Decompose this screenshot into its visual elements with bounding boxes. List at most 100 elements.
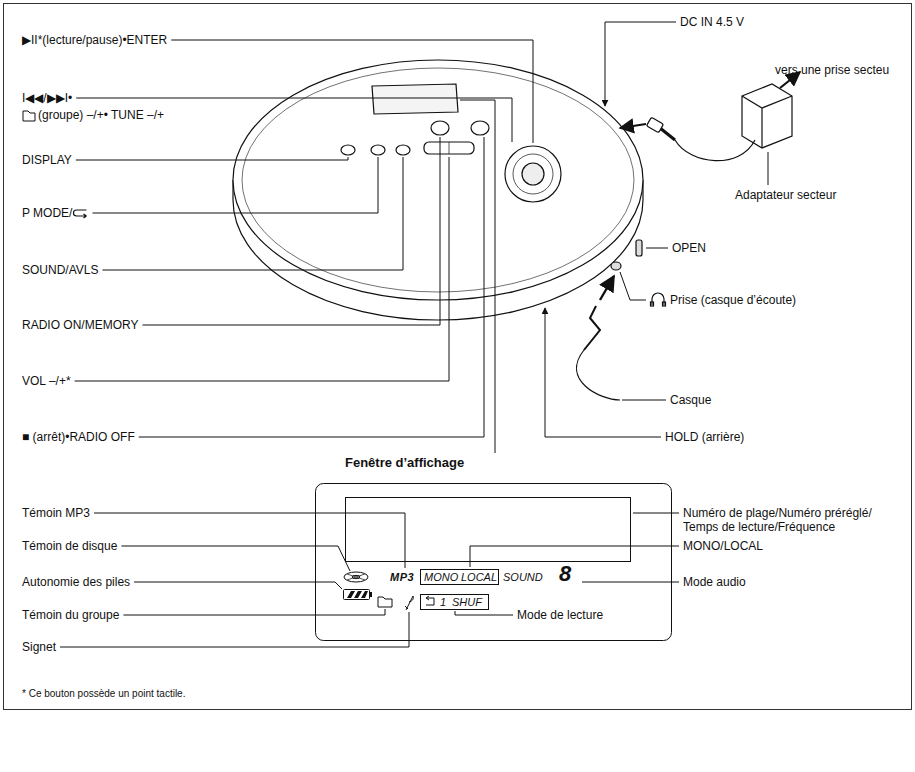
display-inset-part — [378, 597, 392, 607]
player-body-part — [396, 145, 410, 155]
player-body-part — [449, 142, 450, 154]
indicator-label: Signet — [22, 640, 56, 654]
part-label: I◀◀/▶▶I• — [22, 91, 72, 105]
ac-adapter — [620, 72, 800, 161]
display-inset-part — [405, 596, 413, 610]
indicator-label: Témoin de disque — [22, 539, 117, 553]
ac-adapter-part — [675, 140, 755, 161]
player-body-part — [341, 145, 355, 155]
part-label: DISPLAY — [22, 153, 72, 167]
leader-line — [121, 546, 350, 571]
indicator-label: Mode audio — [683, 575, 746, 589]
lcd-text: 1 — [440, 596, 446, 609]
leader-line — [768, 152, 769, 185]
headphone-plug-part — [577, 350, 620, 400]
part-label: vers une prise secteu — [775, 63, 889, 77]
indicator-label: Témoin MP3 — [22, 506, 90, 520]
leader-line — [142, 137, 440, 325]
lcd-text: SOUND — [503, 571, 543, 584]
ac-adapter-part — [620, 124, 646, 128]
display-inset-part — [370, 593, 372, 597]
indicator-label: Mode de lecture — [517, 608, 603, 622]
repeat-icon — [73, 210, 86, 218]
display-inset-part — [347, 591, 368, 598]
lcd-text: MP3 — [390, 571, 414, 584]
leader-line — [582, 582, 679, 583]
player-body-part — [233, 60, 643, 300]
headphone-icon — [651, 293, 666, 306]
part-label: VOL –/+* — [22, 374, 71, 388]
ac-adapter-part — [660, 128, 675, 140]
display-inset-part — [347, 574, 365, 580]
ac-adapter-part — [742, 84, 792, 148]
leader-line — [75, 157, 449, 381]
player-body-part — [371, 145, 385, 155]
footnote: * Ce bouton possède un point tactile. — [22, 688, 185, 700]
player-body-part — [611, 262, 621, 270]
display-inset-part — [316, 484, 672, 641]
player-body-part — [522, 163, 544, 185]
leader-line — [94, 513, 405, 568]
indicator-label: Autonomie des piles — [22, 575, 130, 589]
player-body-part — [431, 121, 449, 135]
leader-line — [605, 22, 676, 106]
lcd-digit: 8 — [559, 562, 571, 586]
player-body-part — [505, 146, 561, 202]
leader-line — [134, 582, 342, 589]
part-label: Prise (casque d’écoute) — [670, 293, 796, 307]
part-label: RADIO ON/MEMORY — [22, 318, 138, 332]
player-body-part — [513, 154, 553, 194]
folder-icon-part — [23, 111, 35, 121]
display-inset-part — [421, 570, 499, 585]
part-label: OPEN — [672, 241, 706, 255]
leader-line — [460, 100, 495, 453]
indicator-label: Témoin du groupe — [22, 608, 119, 622]
display-inset — [316, 484, 672, 641]
ac-adapter-part — [646, 117, 663, 133]
part-label: P MODE/ — [22, 206, 72, 220]
lcd-text: SHUF — [452, 596, 482, 609]
lcd-text: LOCAL — [461, 571, 497, 584]
part-label: DC IN 4.5 V — [680, 15, 744, 29]
leader-line — [545, 308, 661, 437]
leader-line — [102, 157, 403, 270]
player-body-part — [424, 142, 474, 154]
headphone-icon-part — [651, 302, 654, 306]
part-label: Adaptateur secteur — [735, 188, 836, 202]
part-label: ▶II*(lecture/pause)•ENTER — [22, 33, 167, 47]
ac-adapter-part — [742, 96, 792, 148]
indicator-label: Numéro de plage/Numéro préréglé/ Temps d… — [683, 506, 905, 534]
leader-line — [646, 248, 668, 249]
headphone-icon-part — [663, 302, 666, 306]
leader-line — [76, 157, 348, 160]
display-inset-part — [346, 498, 631, 562]
display-heading: Fenêtre d’affichage — [345, 456, 464, 470]
part-label: ■ (arrêt)•RADIO OFF — [22, 430, 135, 444]
leader-line — [171, 40, 533, 143]
display-inset-part — [344, 590, 370, 600]
leader-line — [633, 513, 679, 514]
player-body — [233, 60, 643, 320]
leader-line — [455, 611, 513, 615]
lcd-text: MONO — [424, 571, 458, 584]
player-body-part — [636, 240, 642, 256]
headphone-plug-part — [600, 276, 614, 300]
display-inset-part — [421, 595, 489, 610]
part-label: (groupe) –/+• TUNE –/+ — [38, 108, 164, 122]
headphone-plug-part — [584, 306, 600, 350]
display-inset-part — [426, 596, 434, 605]
player-body-part — [242, 68, 634, 292]
folder-icon — [23, 111, 35, 121]
part-label: HOLD (arrière) — [665, 430, 744, 444]
player-body-part — [372, 84, 458, 114]
headphone-plug — [577, 276, 620, 400]
display-inset-part — [344, 572, 368, 582]
leader-line — [139, 137, 484, 437]
leader-line — [470, 546, 679, 567]
indicator-label: MONO/LOCAL — [683, 539, 763, 553]
outer-frame — [4, 4, 912, 710]
leader-line — [622, 400, 666, 401]
leader-line — [92, 157, 378, 213]
leader-line — [123, 609, 385, 615]
